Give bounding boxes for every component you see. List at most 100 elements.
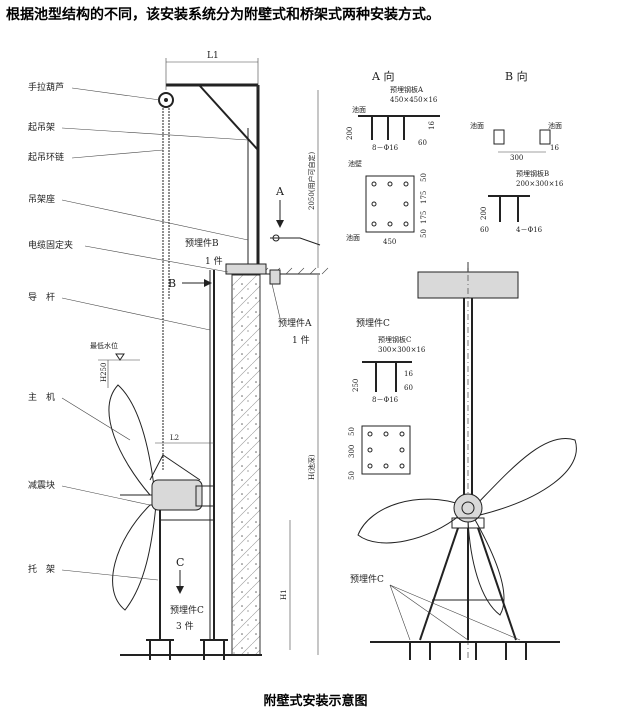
front-view: 预埋件C [350, 262, 577, 660]
leader-bracket [61, 569, 159, 581]
view-b-d300: 300 [510, 154, 523, 162]
label-cable-clamp: 电缆固定夹 [28, 239, 73, 251]
low-level-label: 最低水位 [90, 341, 118, 350]
low-level-marker [115, 353, 125, 361]
leader-damper [61, 485, 151, 506]
view-c-d300: 300 [348, 445, 356, 458]
label-damper: 减震块 [28, 479, 55, 491]
view-c: 预埋件C 预埋钢板C 300×300×16 250 16 60 8－Φ16 50… [348, 317, 426, 480]
front-embed-c-label: 预埋件C [350, 573, 384, 585]
propeller-blade-upper [108, 384, 156, 496]
anchor-right [200, 639, 228, 660]
leader-chain [71, 149, 164, 159]
view-c-plate: 预埋钢板C [378, 335, 411, 344]
wall-mounted-side-view: L1 2050(用户可自定) H(池深) H1 A B 预埋件B 1 件 [28, 51, 329, 660]
label-chain: 起吊环链 [28, 151, 64, 163]
leader-cable-clamp [84, 245, 229, 273]
embed-a-name: 预埋件A [278, 317, 312, 329]
embed-b-name: 预埋件B [185, 237, 219, 249]
leader-jib-base [61, 199, 249, 241]
view-a-pool-surface-2: 池面 [346, 233, 360, 242]
view-a-d450: 450 [383, 238, 396, 246]
view-c-d50b: 50 [348, 471, 356, 480]
view-a-plate: 预埋钢板A [390, 85, 424, 94]
direction-b-letter: B [168, 277, 176, 290]
anchor-left [146, 639, 174, 660]
leader-hoist [71, 87, 161, 101]
view-a-d175a: 175 [420, 191, 428, 204]
label-jib-base: 吊架座 [28, 193, 55, 205]
view-c-d60: 60 [404, 384, 413, 392]
embed-a-qty: 1 件 [292, 334, 310, 346]
motor-body [151, 479, 203, 511]
view-a-d16: 16 [428, 121, 436, 130]
view-a-title: A 向 [371, 69, 394, 83]
view-a-bolts: 8－Φ16 [372, 144, 399, 152]
jib-base-plate [225, 263, 267, 275]
view-b-d200: 200 [480, 207, 488, 220]
view-b-d60: 60 [480, 226, 489, 234]
view-a-pool-wall: 池壁 [348, 159, 362, 168]
front-blade-left [357, 498, 463, 544]
embed-c-left-qty: 3 件 [176, 620, 194, 632]
embed-a-block [269, 269, 281, 285]
view-a: A 向 池面 预埋钢板A 450×450×16 200 16 60 8－Φ16 … [346, 69, 440, 246]
propeller-blade-lower [112, 504, 157, 611]
view-a-d50a: 50 [420, 173, 428, 182]
jib-brace [199, 85, 259, 151]
view-a-pool-surface: 池面 [352, 105, 366, 114]
embed-b-qty: 1 件 [205, 255, 223, 267]
front-embed-c-leader-1 [389, 584, 411, 641]
direction-c-letter: C [176, 556, 184, 569]
lifting-sling [149, 454, 201, 481]
tripod-leg-right [477, 527, 517, 641]
hoist-pulley-hub [164, 98, 168, 102]
view-a-plate-size: 450×450×16 [390, 96, 438, 104]
front-anchors [409, 642, 527, 660]
direction-b-arrowhead [204, 279, 212, 287]
label-hoist: 手拉葫芦 [28, 81, 64, 93]
embed-c-left-name: 预埋件C [170, 604, 204, 616]
tripod-leg-left [419, 527, 459, 641]
embed-a-leader [271, 283, 281, 319]
view-a-d60: 60 [418, 139, 427, 147]
front-hub [453, 493, 483, 523]
front-embed-c-leader-2 [389, 584, 469, 641]
view-a-d50b: 50 [420, 229, 428, 238]
dim-l2-label: L2 [170, 434, 179, 442]
view-b-plate-size: 200×300×16 [516, 180, 564, 188]
front-embed-c-leader-3 [389, 584, 521, 641]
h250-label: H250 [100, 363, 108, 382]
view-b-bracket-right [539, 129, 551, 145]
page-title: 根据池型结构的不同，该安装系统分为附壁式和桥架式两种安装方式。 [6, 7, 440, 23]
direction-a-arrowhead [276, 220, 284, 228]
view-c-title: 预埋件C [356, 317, 390, 329]
view-b-bracket-left [493, 129, 505, 145]
view-b-title: B 向 [505, 69, 528, 83]
view-c-d250: 250 [352, 379, 360, 392]
view-a-d200: 200 [346, 127, 354, 140]
leader-main-unit [61, 397, 131, 441]
view-c-d50a: 50 [348, 427, 356, 436]
view-c-bolt-grid [367, 431, 405, 469]
dim-user-label: 2050(用户可自定) [307, 151, 316, 210]
direction-c-arrowhead [176, 586, 184, 594]
view-b-pool-surface-left: 池面 [470, 121, 484, 130]
cable-clamp-ring [272, 234, 280, 242]
view-b-pool-surface-right: 池面 [548, 121, 562, 130]
direction-a-letter: A [275, 185, 285, 198]
label-guide-rod: 导 杆 [28, 291, 55, 303]
dim-l1-label: L1 [207, 51, 219, 61]
view-c-bolts: 8－Φ16 [372, 396, 399, 404]
view-b-bolts: 4－Φ16 [516, 226, 543, 234]
cable-clamp-detail [270, 237, 321, 246]
front-hub-center [461, 501, 475, 515]
leader-jib [61, 127, 249, 141]
view-a-bolt-grid [371, 181, 409, 227]
label-bracket: 托 架 [28, 563, 55, 575]
motor-mount [195, 485, 215, 507]
label-main-unit: 主 机 [28, 391, 55, 403]
pool-wall [231, 274, 261, 656]
label-jib: 起吊架 [28, 122, 55, 133]
